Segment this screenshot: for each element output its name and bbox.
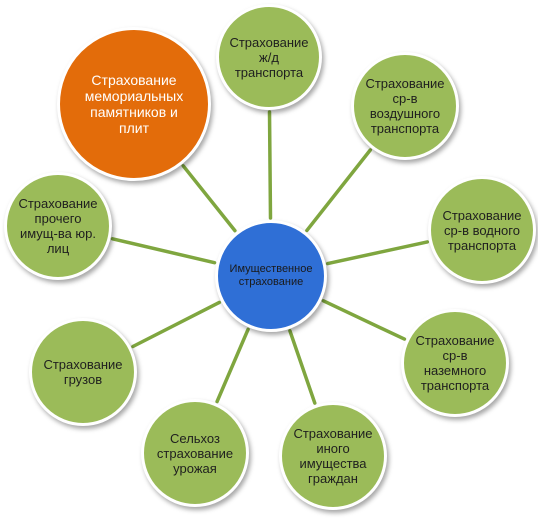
- node-citizens-property-insurance: Страхование иного имущества граждан: [279, 402, 387, 510]
- node-legal-entity-property-insurance: Страхование прочего имущ-ва юр. лиц: [4, 172, 112, 280]
- connector-air: [305, 148, 373, 233]
- connector-ground: [321, 299, 407, 341]
- connector-cargo: [131, 300, 222, 349]
- connector-zhd: [267, 110, 273, 220]
- node-cargo-insurance: Страхование грузов: [29, 318, 137, 426]
- connector-citizens: [288, 329, 317, 405]
- center-node-property-insurance: Имущественное страхование: [215, 220, 327, 332]
- node-ground-transport-insurance: Страхование ср-в наземного транспорта: [401, 309, 509, 417]
- connector-water: [325, 240, 430, 266]
- node-air-transport-insurance: Страхование ср-в воздушного транспорта: [351, 52, 459, 160]
- node-water-transport-insurance: Страхование ср-в водного транспорта: [428, 176, 536, 284]
- connector-other: [110, 237, 217, 265]
- connector-agro: [215, 327, 250, 404]
- node-crop-insurance: Сельхоз страхование урожая: [141, 399, 249, 507]
- node-memorial-insurance: Страхование мемориальных памятников и пл…: [57, 27, 211, 181]
- connector-memorial: [181, 164, 237, 233]
- node-railway-transport-insurance: Страхование ж/д транспорта: [216, 4, 322, 110]
